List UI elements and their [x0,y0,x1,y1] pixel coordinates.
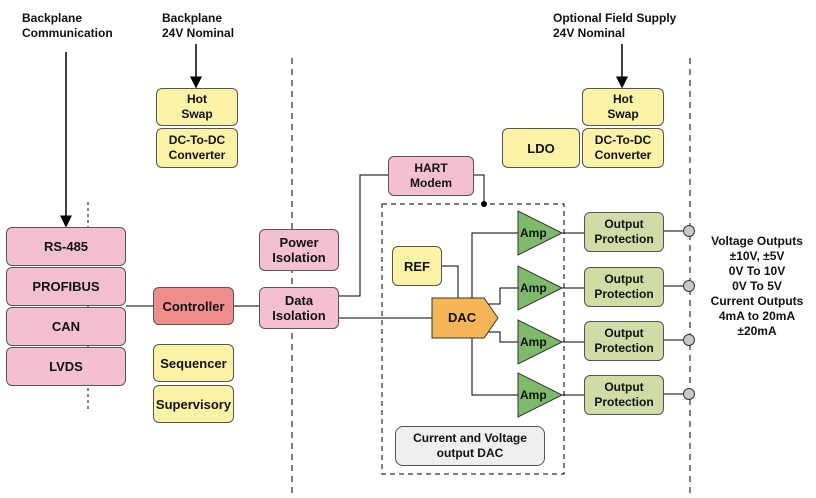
output-terminal-4 [683,388,695,400]
output-terminal-3 [683,334,695,346]
output-ranges-label: Voltage Outputs ±10V, ±5V 0V To 10V 0V T… [710,234,804,338]
amp-triangle-4 [517,372,564,418]
interface-rs485: RS-485 [6,227,126,266]
field-supply-label: Optional Field Supply 24V Nominal [553,11,677,40]
amp-label-1: Amp [520,226,547,240]
interface-can: CAN [6,307,126,346]
backplane-comm-label: Backplane Communication [22,11,113,40]
output-terminal-1 [683,225,695,237]
sequencer-block: Sequencer [153,344,234,382]
amp-triangle-3 [517,319,564,365]
output-terminal-2 [683,280,695,292]
dac-module-caption: Current and Voltage output DAC [395,426,545,466]
ref-to-dac [442,265,459,298]
ref-block: REF [392,246,442,286]
hot-swap-right: Hot Swap [582,88,664,126]
isolation-to-hart [339,174,388,297]
dac-module-outline [381,203,565,475]
power-isolation-block: Power Isolation [259,229,339,271]
amp-label-4: Amp [520,388,547,402]
amp-label-2: Amp [520,281,547,295]
output-protection-4: Output Protection [584,375,664,415]
dc-dc-converter-right: DC-To-DC Converter [582,128,664,168]
output-protection-3: Output Protection [584,321,664,361]
output-protection-2: Output Protection [584,267,664,307]
dac-label: DAC [448,310,477,325]
supervisory-block: Supervisory [153,385,234,423]
amp-label-3: Amp [520,335,547,349]
dc-dc-converter-left: DC-To-DC Converter [156,128,238,168]
hot-swap-left: Hot Swap [156,88,238,126]
data-isolation-block: Data Isolation [259,287,339,329]
amp-triangle-2 [517,265,564,311]
amp-triangle-1 [517,210,564,256]
hart-modem-block: HART Modem [388,156,474,196]
output-protection-1: Output Protection [584,212,664,252]
ldo-block: LDO [502,128,580,168]
interface-lvds: LVDS [6,347,126,386]
interface-profibus: PROFIBUS [6,267,126,306]
dac-shape [431,297,499,339]
hart-to-dac [474,174,485,204]
controller-block: Controller [153,287,234,325]
backplane-supply-label: Backplane 24V Nominal [162,11,235,40]
